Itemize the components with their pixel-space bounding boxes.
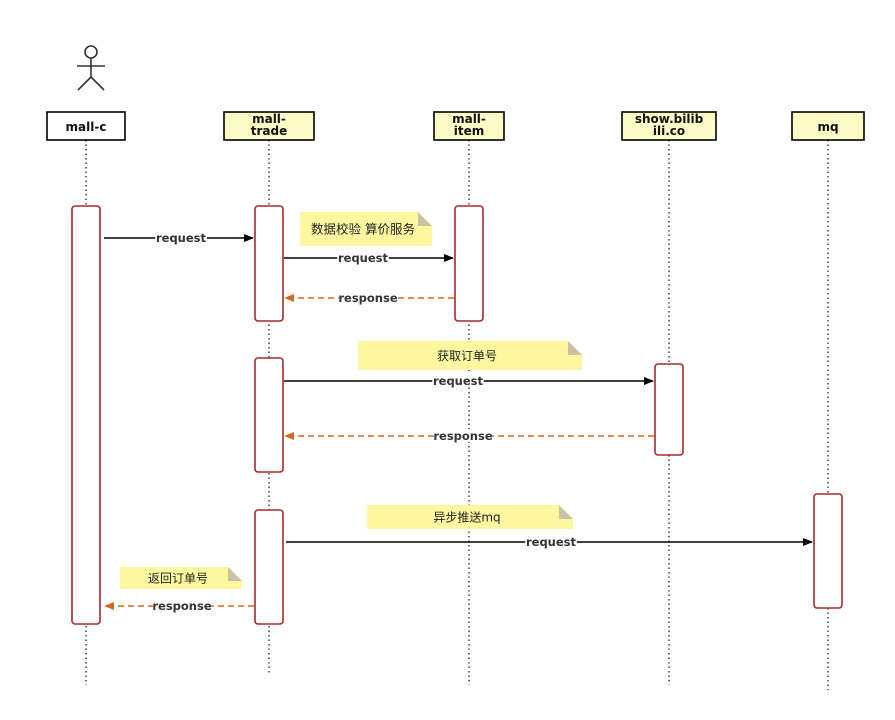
message-label-bg (432, 374, 484, 387)
note-body (358, 341, 582, 370)
participant-box (791, 111, 865, 141)
participant-mq[interactable]: mq (791, 111, 865, 141)
participant-mall-trade[interactable]: mall-trade (223, 111, 315, 141)
message-label: request (433, 374, 484, 388)
note-body (367, 505, 573, 529)
note[interactable]: 获取订单号 (358, 341, 582, 370)
note-text: 数据校验 算价服务 (311, 222, 415, 237)
message-label: request (156, 231, 207, 245)
participant-label: mall- (452, 112, 486, 126)
message-label-bg (152, 599, 212, 612)
message-label: response (338, 291, 397, 305)
participant-box (46, 111, 126, 141)
note-fold-icon (568, 341, 582, 355)
message-label-bg (525, 535, 577, 548)
activation-bar[interactable] (254, 509, 284, 625)
request-message[interactable]: request (284, 374, 654, 388)
note[interactable]: 异步推送mq (367, 505, 573, 529)
participant-label: item (454, 124, 485, 138)
request-message[interactable]: request (284, 251, 454, 265)
note[interactable]: 返回订单号 (120, 567, 242, 589)
activation-bar[interactable] (654, 363, 684, 456)
message-label: request (338, 251, 389, 265)
note-text: 返回订单号 (148, 572, 208, 586)
message-label-bg (155, 231, 207, 244)
participant-label: ili.co (653, 124, 685, 138)
message-label: request (526, 535, 577, 549)
participant-label: mq (817, 120, 838, 134)
note-fold-icon (559, 505, 573, 519)
participant-label: mall-c (66, 120, 107, 134)
message-label-bg (337, 251, 389, 264)
activation-bar[interactable] (254, 205, 284, 322)
note-fold-icon (228, 567, 242, 581)
participant-box (223, 111, 315, 141)
actor-icon (77, 45, 105, 91)
note-body (120, 567, 242, 589)
participant-label: show.bilib (635, 112, 704, 126)
message-label: response (433, 429, 492, 443)
participant-box (433, 111, 505, 141)
participant-mall-item[interactable]: mall-item (433, 111, 505, 141)
message-label: response (152, 599, 211, 613)
activation-bar[interactable] (454, 205, 484, 322)
activation-bar[interactable] (254, 357, 284, 473)
note-body (300, 212, 432, 246)
message-label-bg (433, 429, 493, 442)
response-message[interactable]: response (284, 291, 454, 305)
activation-bar[interactable] (71, 205, 101, 625)
request-message[interactable]: request (104, 231, 254, 245)
note-text: 获取订单号 (437, 349, 497, 363)
request-message[interactable]: request (286, 535, 813, 549)
activation-bar[interactable] (813, 493, 843, 609)
note-fold-icon (418, 212, 432, 226)
message-label-bg (338, 291, 398, 304)
note[interactable]: 数据校验 算价服务 (300, 212, 432, 246)
participant-box (621, 111, 717, 141)
participant-label: trade (251, 124, 287, 138)
note-text: 异步推送mq (433, 510, 500, 525)
response-message[interactable]: response (104, 599, 254, 613)
participant-mall-c[interactable]: mall-c (46, 111, 126, 141)
participant-label: mall- (252, 112, 286, 126)
response-message[interactable]: response (284, 429, 654, 443)
